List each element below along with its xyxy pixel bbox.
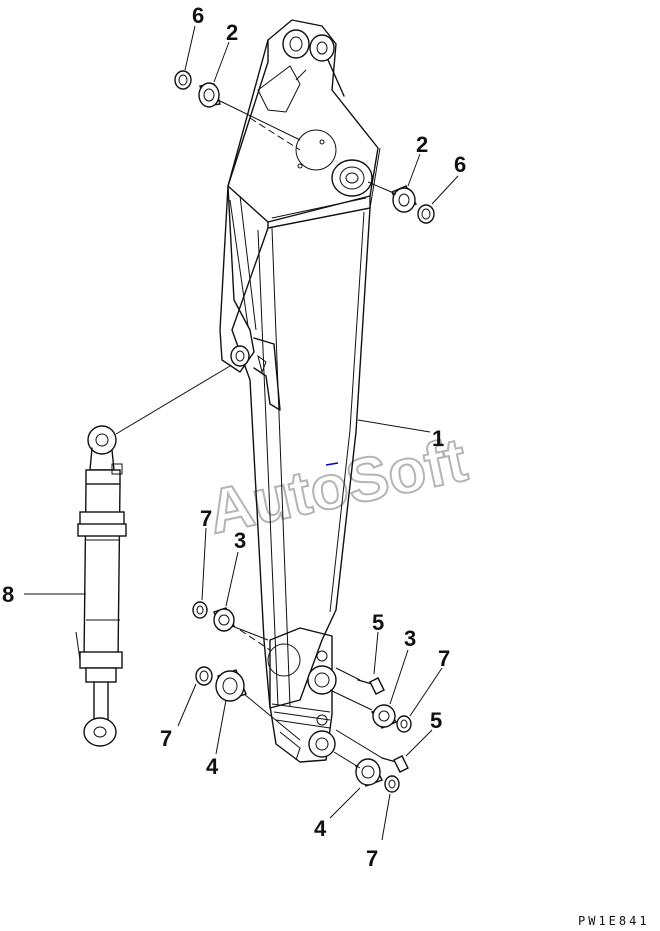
- shim-top-left: [174, 70, 192, 90]
- callout-4-left: 4: [206, 754, 219, 779]
- grease-fitting-lower: [381, 755, 409, 773]
- callout-7-right-lower: 7: [366, 846, 378, 871]
- callout-7-left-upper: 7: [200, 506, 212, 531]
- callout-1-boom: 1: [432, 426, 444, 451]
- callout-6-top-left: 6: [192, 3, 204, 28]
- callout-7-right-upper: 7: [438, 646, 450, 671]
- bushing-right-lower: [355, 758, 383, 787]
- shim-right-lower: [384, 775, 400, 793]
- callout-7-left-lower: 7: [160, 726, 172, 751]
- bushing-left-lower: [215, 669, 247, 702]
- assembly-lines: [115, 99, 397, 769]
- leader-lines: [24, 25, 459, 841]
- shim-left-upper: [192, 601, 208, 619]
- callout-numbers: 6 2 2 6 1 7 3 8 5 3 7 5 7 4 4 7: [2, 3, 466, 871]
- grease-fitting-upper: [357, 677, 385, 695]
- bushing-top-right: [391, 185, 418, 213]
- callout-5-lower: 5: [430, 708, 442, 733]
- callout-2-top-left: 2: [226, 20, 238, 45]
- callout-3-left: 3: [234, 528, 246, 553]
- boom-assembly: [219, 19, 381, 763]
- callout-4-right: 4: [314, 816, 327, 841]
- bushing-left-upper: [213, 607, 235, 632]
- reference-mark: [325, 462, 339, 466]
- bushing-top-left: [198, 82, 221, 108]
- drawing-code: PW1E841: [578, 914, 650, 928]
- callout-5-upper: 5: [372, 610, 384, 635]
- callout-2-right: 2: [416, 132, 428, 157]
- callout-8-cylinder: 8: [2, 582, 14, 607]
- shim-left-lower: [195, 666, 213, 686]
- callout-6-right: 6: [454, 152, 466, 177]
- shim-top-right: [417, 204, 435, 224]
- shim-right-upper: [396, 715, 412, 733]
- bushing-right-upper: [370, 704, 398, 729]
- callout-3-right: 3: [404, 626, 416, 651]
- boom-cylinder: [75, 425, 127, 747]
